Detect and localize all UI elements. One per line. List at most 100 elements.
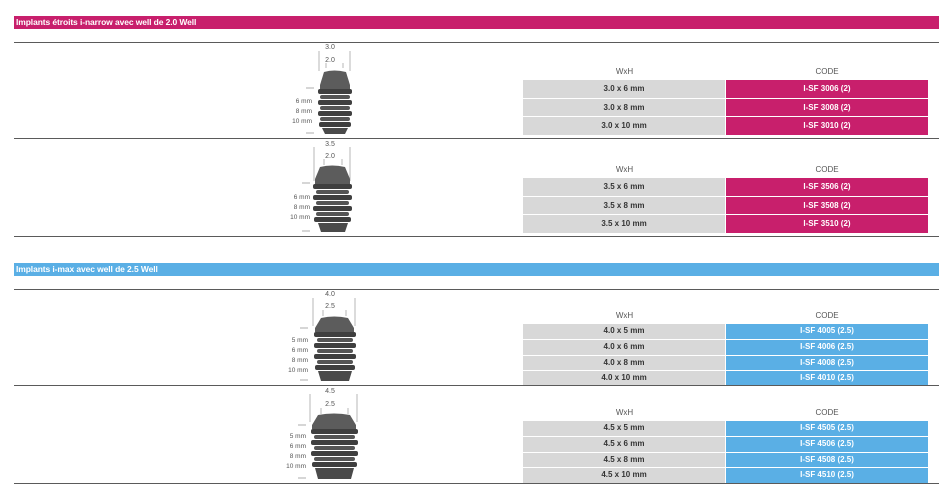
code-cell: I-SF 4008 (2.5) [726, 355, 928, 371]
implant-diagram-4-0: 4.0 2.5 5 mm 6 mm 8 mm 10 mm [270, 290, 390, 385]
implant-icon [298, 394, 358, 479]
length-labels: 6 mm 8 mm 10 mm [270, 193, 310, 223]
well-diameter-label: 2.0 [325, 153, 335, 160]
length-label: 8 mm [289, 453, 306, 460]
table-header: WxH CODE [523, 62, 928, 80]
well-diameter-label: 2.5 [325, 401, 335, 408]
length-label: 5 mm [289, 433, 306, 440]
col-header-size: WxH [615, 407, 634, 417]
table-row: 4.0 x 6 mm I-SF 4006 (2.5) [523, 339, 928, 355]
code-cell: I-SF 4505 (2.5) [726, 421, 928, 436]
table-row: 4.0 x 5 mm I-SF 4005 (2.5) [523, 324, 928, 339]
length-label: 8 mm [291, 357, 308, 364]
implant-diagram-3-0: 3.0 2.0 6 mm 8 mm 10 mm [270, 43, 390, 138]
col-header-size: WxH [615, 310, 634, 320]
divider [14, 289, 939, 290]
product-table-3-0: WxH CODE 3.0 x 6 mm I-SF 3006 (2) 3.0 x … [523, 62, 928, 136]
divider [14, 42, 939, 43]
table-row: 4.5 x 6 mm I-SF 4506 (2.5) [523, 436, 928, 452]
implant-diagram-3-5: 3.5 2.0 6 mm 8 mm 10 mm [270, 139, 390, 237]
code-cell: I-SF 3506 (2) [726, 178, 928, 196]
length-labels: 6 mm 8 mm 10 mm [270, 97, 312, 127]
col-header-code: CODE [815, 66, 839, 76]
table-header: WxH CODE [523, 160, 928, 178]
outer-width-label: 4.0 [325, 291, 335, 298]
size-cell: 4.0 x 6 mm [523, 339, 725, 355]
table-header: WxH CODE [523, 306, 928, 324]
size-cell: 3.0 x 6 mm [523, 80, 725, 98]
col-header-code: CODE [815, 407, 839, 417]
code-cell: I-SF 4006 (2.5) [726, 339, 928, 355]
size-cell: 3.0 x 10 mm [523, 117, 725, 135]
code-cell: I-SF 3508 (2) [726, 196, 928, 214]
section-banner-i-max: Implants i-max avec well de 2.5 Well [14, 263, 939, 276]
table-row: 4.5 x 8 mm I-SF 4508 (2.5) [523, 452, 928, 468]
length-label: 10 mm [286, 463, 306, 470]
col-header-code: CODE [815, 164, 839, 174]
size-cell: 4.5 x 8 mm [523, 452, 725, 468]
implant-icon [306, 51, 352, 134]
length-label: 6 mm [293, 194, 310, 201]
code-cell: I-SF 4510 (2.5) [726, 468, 928, 484]
table-row: 3.5 x 8 mm I-SF 3508 (2) [523, 196, 928, 214]
table-row: 4.5 x 5 mm I-SF 4505 (2.5) [523, 421, 928, 436]
code-cell: I-SF 3010 (2) [726, 117, 928, 135]
length-label: 10 mm [290, 214, 310, 221]
size-cell: 4.5 x 6 mm [523, 436, 725, 452]
divider [14, 483, 939, 484]
length-labels: 5 mm 6 mm 8 mm 10 mm [270, 432, 306, 472]
code-cell: I-SF 3510 (2) [726, 215, 928, 233]
col-header-size: WxH [615, 66, 634, 76]
product-table-3-5: WxH CODE 3.5 x 6 mm I-SF 3506 (2) 3.5 x … [523, 160, 928, 234]
size-cell: 3.0 x 8 mm [523, 98, 725, 116]
section-banner-i-narrow: Implants étroits i-narrow avec well de 2… [14, 16, 939, 29]
length-label: 6 mm [289, 443, 306, 450]
table-row: 3.0 x 8 mm I-SF 3008 (2) [523, 98, 928, 116]
col-header-code: CODE [815, 310, 839, 320]
code-cell: I-SF 3008 (2) [726, 98, 928, 116]
length-labels: 5 mm 6 mm 8 mm 10 mm [270, 336, 308, 376]
code-cell: I-SF 4010 (2.5) [726, 371, 928, 387]
well-diameter-label: 2.0 [325, 57, 335, 64]
size-cell: 3.5 x 6 mm [523, 178, 725, 196]
product-table-4-5: WxH CODE 4.5 x 5 mm I-SF 4505 (2.5) 4.5 … [523, 403, 928, 484]
length-label: 6 mm [295, 98, 312, 105]
outer-width-label: 3.0 [325, 44, 335, 51]
size-cell: 4.0 x 5 mm [523, 324, 725, 339]
table-row: 4.0 x 10 mm I-SF 4010 (2.5) [523, 371, 928, 387]
code-cell: I-SF 3006 (2) [726, 80, 928, 98]
length-label: 5 mm [291, 337, 308, 344]
size-cell: 4.0 x 8 mm [523, 355, 725, 371]
table-row: 4.0 x 8 mm I-SF 4008 (2.5) [523, 355, 928, 371]
divider [14, 138, 939, 139]
outer-width-label: 4.5 [325, 388, 335, 395]
size-cell: 3.5 x 8 mm [523, 196, 725, 214]
length-label: 8 mm [295, 108, 312, 115]
code-cell: I-SF 4508 (2.5) [726, 452, 928, 468]
divider [14, 236, 939, 237]
code-cell: I-SF 4506 (2.5) [726, 436, 928, 452]
size-cell: 4.5 x 10 mm [523, 468, 725, 484]
length-label: 10 mm [292, 118, 312, 125]
table-row: 3.5 x 6 mm I-SF 3506 (2) [523, 178, 928, 196]
size-cell: 4.0 x 10 mm [523, 371, 725, 387]
implant-diagram-4-5: 4.5 2.5 5 mm 6 mm 8 mm 10 mm [270, 386, 390, 484]
well-diameter-label: 2.5 [325, 303, 335, 310]
divider [14, 385, 939, 386]
implant-icon [300, 298, 356, 381]
outer-width-label: 3.5 [325, 141, 335, 148]
length-label: 6 mm [291, 347, 308, 354]
table-header: WxH CODE [523, 403, 928, 421]
code-cell: I-SF 4005 (2.5) [726, 324, 928, 339]
table-row: 3.0 x 10 mm I-SF 3010 (2) [523, 117, 928, 135]
length-label: 10 mm [288, 367, 308, 374]
table-row: 3.5 x 10 mm I-SF 3510 (2) [523, 215, 928, 233]
length-label: 8 mm [293, 204, 310, 211]
table-row: 4.5 x 10 mm I-SF 4510 (2.5) [523, 468, 928, 484]
table-row: 3.0 x 6 mm I-SF 3006 (2) [523, 80, 928, 98]
size-cell: 3.5 x 10 mm [523, 215, 725, 233]
col-header-size: WxH [615, 164, 634, 174]
implant-icon [302, 147, 352, 232]
product-table-4-0: WxH CODE 4.0 x 5 mm I-SF 4005 (2.5) 4.0 … [523, 306, 928, 387]
size-cell: 4.5 x 5 mm [523, 421, 725, 436]
